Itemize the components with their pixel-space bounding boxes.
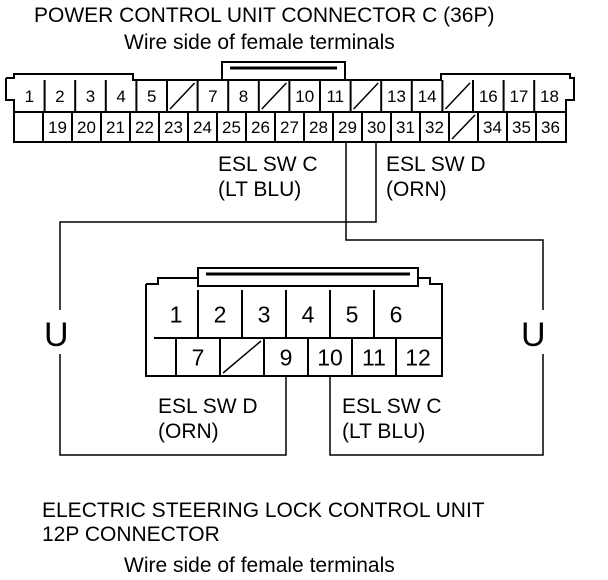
top-row1-terminal-1: 1 bbox=[25, 87, 34, 106]
top-row2-terminal-32: 32 bbox=[425, 118, 444, 137]
top-row2-terminal-36: 36 bbox=[541, 118, 560, 137]
footer-line-1: ELECTRIC STEERING LOCK CONTROL UNIT bbox=[42, 499, 485, 522]
top-row2-terminal-19: 19 bbox=[48, 118, 67, 137]
top-connector-lock-tab bbox=[221, 61, 346, 80]
top-row1-terminal-14: 14 bbox=[418, 87, 437, 106]
top-row1-terminal-3: 3 bbox=[86, 87, 95, 106]
top-row1-terminal-4: 4 bbox=[116, 87, 125, 106]
top-row2-terminal-28: 28 bbox=[309, 118, 328, 137]
bottom-row1-terminal-3: 3 bbox=[258, 301, 271, 327]
top-label-esl-sw-d: ESL SW D bbox=[386, 153, 486, 176]
top-row2-terminal-21: 21 bbox=[106, 118, 125, 137]
bottom-connector bbox=[145, 267, 443, 377]
top-row1-unused-cavity bbox=[261, 82, 287, 110]
top-row2-terminal-31: 31 bbox=[396, 118, 415, 137]
bottom-connector-row-2: 7 9 10 11 12 bbox=[175, 338, 431, 376]
top-connector-title: POWER CONTROL UNIT CONNECTOR C (36P) bbox=[34, 4, 494, 27]
bottom-row2-terminal-10: 10 bbox=[317, 344, 343, 370]
top-row2-terminal-34: 34 bbox=[483, 118, 502, 137]
footer-line-2: 12P CONNECTOR bbox=[42, 523, 220, 546]
top-row2-unused-cavity bbox=[451, 114, 476, 140]
top-row2-terminal-22: 22 bbox=[135, 118, 154, 137]
top-row1-unused-cavity bbox=[169, 82, 196, 110]
bottom-row2-unused-cavity bbox=[222, 340, 262, 374]
top-row2-terminal-24: 24 bbox=[193, 118, 212, 137]
top-connector-subtitle: Wire side of female terminals bbox=[124, 31, 395, 54]
bottom-row2-terminal-9: 9 bbox=[280, 344, 293, 370]
top-row2-terminal-30: 30 bbox=[367, 118, 386, 137]
bottom-row2-terminal-7: 7 bbox=[192, 344, 205, 370]
top-row1-terminal-11: 11 bbox=[326, 87, 344, 106]
bottom-label-esl-sw-c: ESL SW C bbox=[342, 395, 442, 418]
bottom-connector-row-1: 1 2 3 4 5 6 bbox=[170, 290, 403, 338]
top-row1-terminal-10: 10 bbox=[295, 87, 314, 106]
wire-esl-sw-d-lower bbox=[59, 354, 287, 456]
top-label-esl-sw-c-color: (LT BLU) bbox=[218, 178, 301, 201]
top-row2-terminal-27: 27 bbox=[280, 118, 299, 137]
top-row1-terminal-8: 8 bbox=[239, 87, 248, 106]
bottom-connector-housing bbox=[145, 277, 443, 377]
bottom-connector-lock-tab bbox=[197, 267, 419, 286]
bottom-row1-terminal-6: 6 bbox=[390, 301, 403, 327]
top-row1-terminal-5: 5 bbox=[147, 87, 156, 106]
top-row1-terminal-2: 2 bbox=[55, 87, 64, 106]
top-row2-terminal-20: 20 bbox=[77, 118, 96, 137]
bottom-label-esl-sw-d-color: (ORN) bbox=[158, 420, 219, 443]
top-connector-row-2: 19 20 21 22 23 24 25 26 27 28 29 30 31 32 34 35 36 bbox=[42, 112, 560, 142]
top-row2-terminal-25: 25 bbox=[222, 118, 241, 137]
wire-esl-sw-c-upper bbox=[345, 142, 544, 310]
top-label-esl-sw-c: ESL SW C bbox=[218, 153, 318, 176]
bottom-label-esl-sw-d: ESL SW D bbox=[158, 395, 258, 418]
top-row1-terminal-17: 17 bbox=[509, 87, 528, 106]
top-row2-terminal-26: 26 bbox=[251, 118, 270, 137]
footer-line-3: Wire side of female terminals bbox=[124, 554, 395, 577]
top-row1-unused-cavity bbox=[444, 82, 471, 110]
top-connector-housing bbox=[5, 73, 575, 143]
right-ground-symbol: U bbox=[521, 316, 546, 354]
top-row1-terminal-16: 16 bbox=[479, 87, 498, 106]
top-row1-terminal-13: 13 bbox=[387, 87, 406, 106]
bottom-row2-terminal-11: 11 bbox=[362, 344, 386, 370]
top-row2-terminal-23: 23 bbox=[164, 118, 183, 137]
top-row1-terminal-18: 18 bbox=[540, 87, 559, 106]
top-row2-terminal-29: 29 bbox=[338, 118, 357, 137]
bottom-row1-terminal-4: 4 bbox=[302, 301, 315, 327]
left-ground-symbol: U bbox=[44, 316, 69, 354]
top-label-esl-sw-d-color: (ORN) bbox=[386, 178, 447, 201]
top-row2-terminal-35: 35 bbox=[512, 118, 531, 137]
top-row1-unused-cavity bbox=[353, 82, 379, 110]
wire-esl-sw-d-upper bbox=[59, 142, 377, 310]
top-connector-row-1: 1 2 3 4 5 7 8 10 11 13 14 16 17 18 bbox=[25, 80, 559, 112]
bottom-label-esl-sw-c-color: (LT BLU) bbox=[342, 420, 425, 443]
bottom-row2-terminal-12: 12 bbox=[405, 344, 431, 370]
bottom-row1-terminal-2: 2 bbox=[214, 301, 227, 327]
bottom-row1-terminal-5: 5 bbox=[346, 301, 359, 327]
wires bbox=[59, 142, 544, 456]
wire-esl-sw-c-lower bbox=[329, 354, 544, 456]
bottom-row1-terminal-1: 1 bbox=[170, 301, 183, 327]
top-row1-terminal-7: 7 bbox=[208, 87, 217, 106]
